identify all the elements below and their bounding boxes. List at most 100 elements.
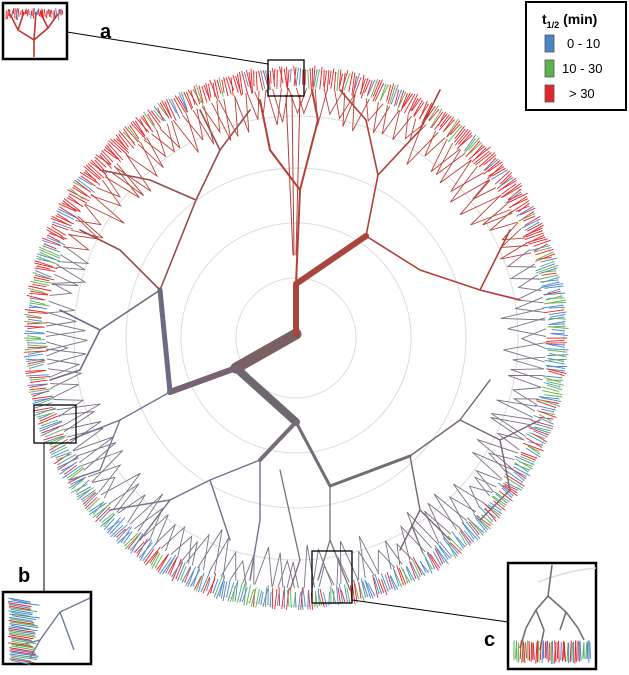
leaf-tip <box>258 70 264 91</box>
leaf-tip <box>549 311 567 316</box>
sub-branch <box>159 120 181 149</box>
leaf-tip <box>524 221 540 232</box>
inset-tip <box>21 9 24 16</box>
leaf-tip <box>106 520 120 531</box>
leaf-tip <box>250 587 257 608</box>
leaf-tip <box>286 587 290 610</box>
sub-branch <box>53 399 85 418</box>
leaf-tip <box>159 102 170 119</box>
legend-swatch-30-plus <box>544 84 555 103</box>
sub-branch <box>450 159 484 192</box>
leaf-tip <box>540 283 564 288</box>
sub-branch <box>490 417 531 441</box>
leaf-tip <box>533 430 548 438</box>
inset-tip <box>26 10 29 17</box>
sub-branch <box>482 203 513 226</box>
leaf-tip <box>216 79 222 94</box>
leaf-tip <box>468 521 480 535</box>
inset-tip <box>49 10 52 18</box>
leaf-tip <box>297 592 301 610</box>
inset-tip <box>11 640 31 646</box>
leaf-tip <box>467 517 484 536</box>
leaf-tip <box>544 285 564 289</box>
inset-tip <box>30 10 32 19</box>
inset-tip <box>11 639 37 645</box>
leaf-tip <box>55 451 72 459</box>
inset-tip <box>55 8 58 17</box>
leaf-tip <box>157 102 169 117</box>
leaf-tip <box>39 249 61 259</box>
highlight-box-c <box>311 550 353 604</box>
leaf-tip <box>35 274 55 281</box>
leaf-tip <box>366 79 376 97</box>
leaf-tip <box>389 575 396 591</box>
leaf-tip <box>504 481 522 491</box>
leaf-tip <box>464 530 474 543</box>
leaf-tip <box>87 163 105 179</box>
leaf-tip <box>175 561 183 580</box>
leaf-tip <box>108 140 122 153</box>
leaf-tip <box>548 370 565 377</box>
leaf-tip <box>526 222 543 232</box>
leaf-tip <box>523 215 535 222</box>
leaf-tip <box>478 152 496 168</box>
inset-tip <box>9 647 34 653</box>
leaf-tip <box>32 283 47 288</box>
leaf-tip <box>491 167 506 177</box>
leaf-tip <box>396 565 405 586</box>
sub-branch <box>90 179 122 207</box>
sub-branch <box>520 328 546 349</box>
leaf-tip <box>544 359 565 365</box>
leaf-tip <box>173 98 183 115</box>
leaf-tip <box>276 592 280 606</box>
inset-tip <box>547 640 549 663</box>
highlight-box-b <box>33 404 77 444</box>
trunk-branch-left <box>167 365 239 395</box>
leaf-tip <box>431 111 444 128</box>
leaf-tip <box>28 388 53 393</box>
inset-tip <box>11 643 36 649</box>
sub-branch <box>104 165 140 199</box>
sub-branch <box>66 427 104 451</box>
sub-branch <box>506 249 536 268</box>
leaf-tip <box>113 138 130 154</box>
inset-c-ring-arc <box>537 567 597 583</box>
sub-branch <box>312 547 333 588</box>
leaf-tip <box>428 108 440 122</box>
legend-title: t1/2 (min) <box>542 11 597 30</box>
leaf-tip <box>82 492 97 505</box>
leaf-tip <box>239 71 244 95</box>
leaf-tip <box>484 503 501 517</box>
sub-branch <box>192 105 215 145</box>
sub-branch <box>439 149 472 184</box>
leaf-tip <box>351 584 356 605</box>
leaf-tip <box>223 76 229 97</box>
leaf-tip <box>29 297 44 301</box>
inset-tip <box>545 641 548 660</box>
leaf-tip <box>201 86 208 103</box>
inset-tip <box>8 642 33 648</box>
leaf-tip <box>439 541 453 558</box>
leaf-tip <box>213 576 223 598</box>
leaf-tip <box>26 322 48 325</box>
leaf-tip <box>39 251 56 260</box>
leaf-tip <box>187 570 195 588</box>
leaf-tip <box>424 557 433 574</box>
leaf-tip <box>322 592 328 607</box>
sub-branch <box>129 493 164 532</box>
leaf-tip <box>94 156 107 168</box>
leaf-tip <box>51 446 68 456</box>
inset-tip <box>24 8 27 15</box>
leaf-tip <box>29 383 47 388</box>
leaf-tip <box>468 137 480 151</box>
sub-branch <box>489 210 518 231</box>
leaf-tip <box>484 507 497 522</box>
sub-branch <box>381 105 400 135</box>
inset-tip <box>8 632 36 638</box>
leaf-tip <box>521 218 541 229</box>
leaf-tip <box>274 589 278 610</box>
leaf-tip <box>227 582 235 602</box>
inset-tip <box>50 9 53 15</box>
sub-branch <box>513 296 545 313</box>
leaf-tip <box>551 333 568 337</box>
